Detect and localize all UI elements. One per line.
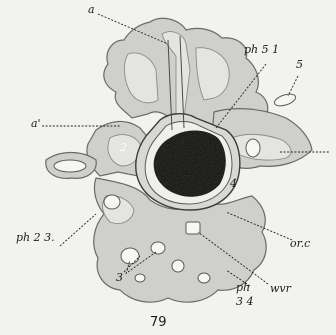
label-3: 3 (116, 272, 123, 283)
label-2: 2 (120, 142, 127, 153)
label-5: 5 (296, 59, 303, 70)
label-orc: or.c (290, 238, 310, 249)
label-a: a (88, 4, 95, 15)
leader-5 (288, 76, 298, 96)
label-4: 4 (230, 178, 237, 189)
label-wvr: wvr (270, 283, 291, 294)
label-ph51: ph 5 1 (244, 44, 279, 55)
label-ph34-top: ph (236, 282, 250, 293)
label-ph23: ph 2 3. (16, 232, 55, 243)
label-a-prime: a' (31, 118, 41, 129)
page-number: 79 (150, 316, 167, 329)
label-ph34-bottom: 3 4 (236, 296, 254, 307)
leader-ph23 (60, 214, 96, 246)
